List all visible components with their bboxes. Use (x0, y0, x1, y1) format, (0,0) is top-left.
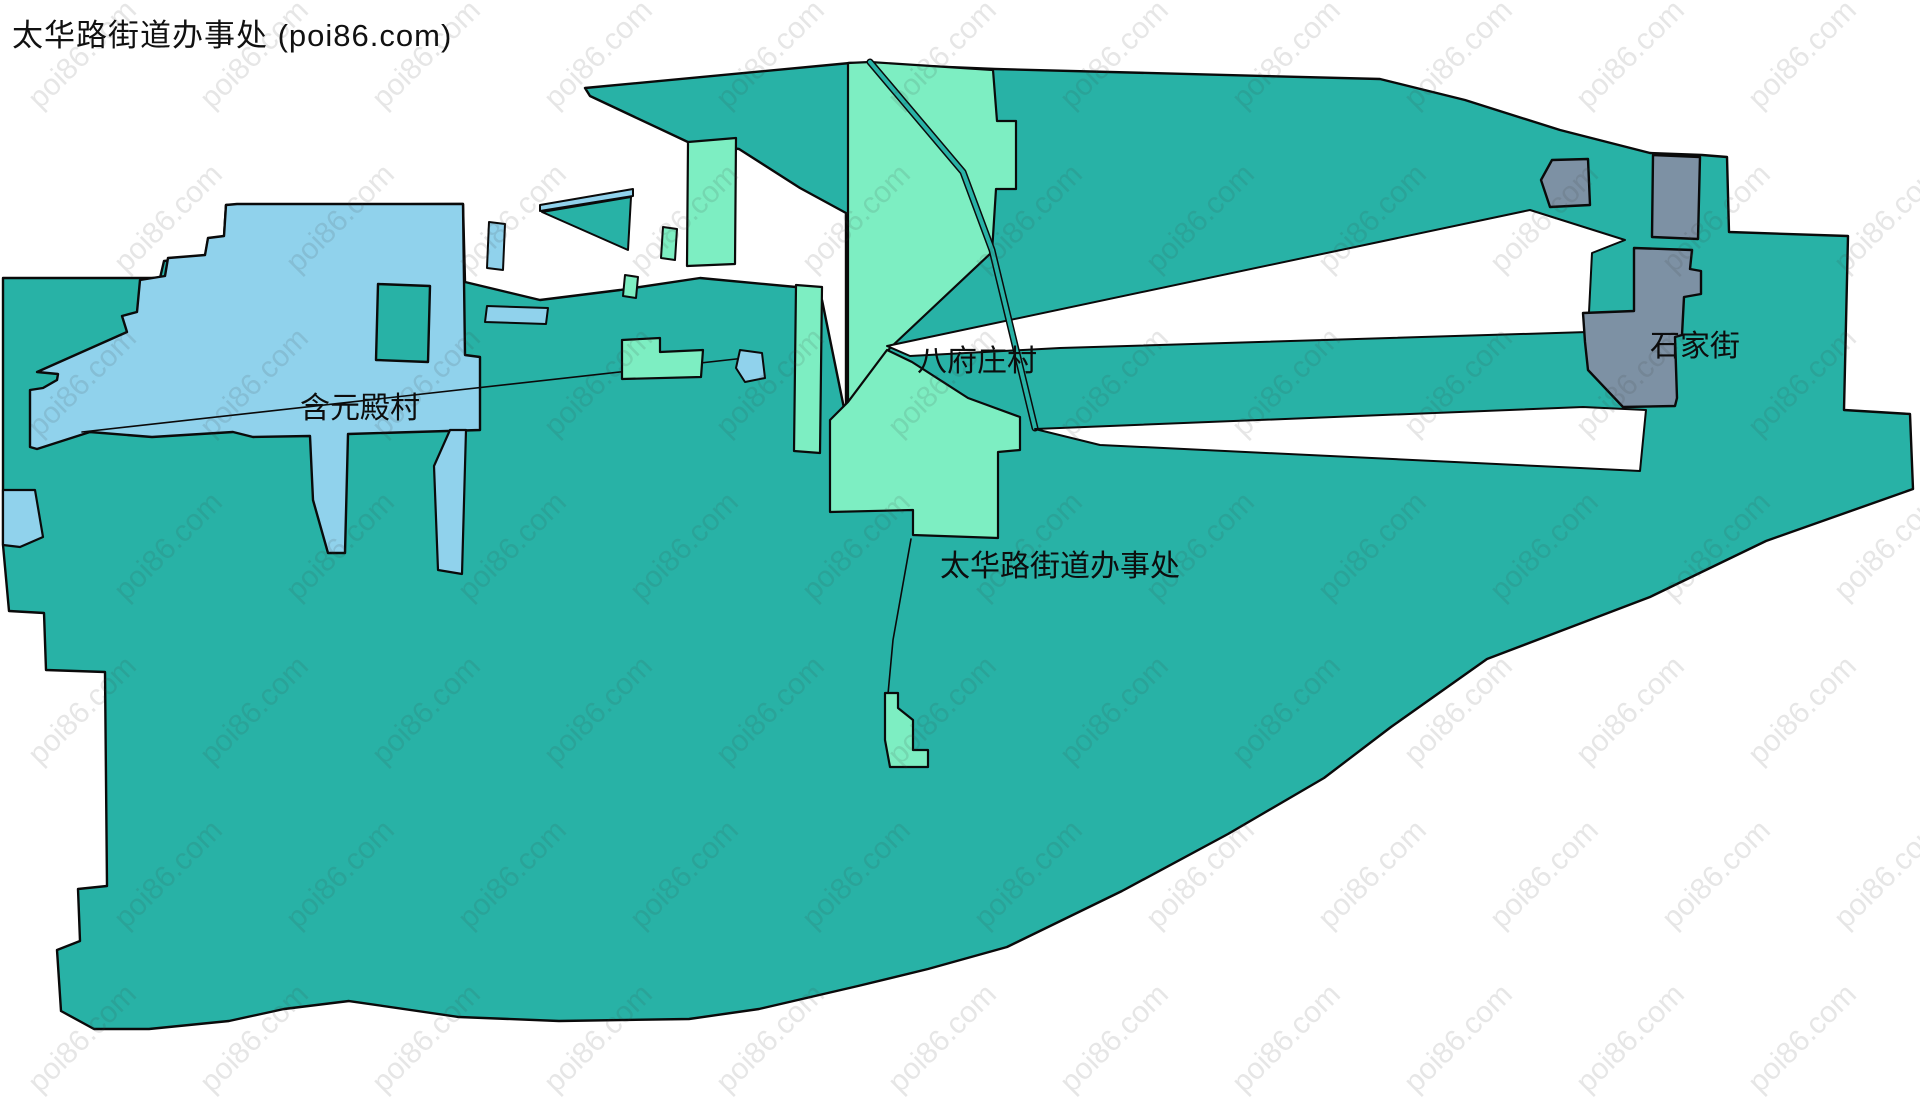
boundary-strip-inner (868, 60, 1037, 430)
watermark-text: poi86.com (1226, 978, 1347, 1099)
white-sliver-upper (886, 209, 1626, 357)
watermark-text: poi86.com (1054, 978, 1175, 1099)
watermark-text: poi86.com (1914, 322, 1920, 443)
watermark-text: poi86.com (1312, 814, 1433, 935)
region-shijiajie-west (1539, 157, 1592, 209)
watermark-text: poi86.com (1742, 0, 1863, 115)
watermark-text: poi86.com (1914, 0, 1920, 115)
teal-wedge-triangle (541, 196, 632, 251)
white-sliver-lower (1034, 406, 1647, 472)
region-bafuzhuang-rect (685, 136, 738, 268)
watermark-text: poi86.com (1828, 814, 1920, 935)
region-shijiajie-main (1581, 246, 1703, 409)
watermark-text: poi86.com (882, 978, 1003, 1099)
watermark-text: poi86.com (1914, 650, 1920, 771)
watermark-text: poi86.com (1914, 978, 1920, 1099)
region-label: 含元殿村 (300, 392, 420, 425)
region-hanyuandian-sliver (539, 188, 634, 212)
region-bafuzhuang-square (622, 274, 639, 299)
watermark-text: poi86.com (1484, 814, 1605, 935)
region-shijiajie-north (1650, 153, 1702, 241)
watermark-text: poi86.com (1570, 978, 1691, 1099)
region-hanyuandian-south-bit (484, 305, 549, 325)
page-title: 太华路街道办事处 (poi86.com) (12, 18, 453, 53)
region-bafuzhuang-south-piece (883, 691, 930, 769)
region-hanyuandian-strip (486, 221, 506, 271)
region-bafuzhuang-west-piece (620, 336, 705, 381)
region-label: 太华路街道办事处 (940, 550, 1180, 583)
region-bafuzhuang-tall-bar (792, 283, 824, 455)
region-hanyuandian-west-wedge (1, 488, 45, 549)
watermark-text: poi86.com (1742, 650, 1863, 771)
watermark-text: poi86.com (1570, 0, 1691, 115)
region-bafuzhuang-bar (660, 226, 678, 261)
teal-enclave-rect (374, 282, 432, 364)
watermark-text: poi86.com (1828, 158, 1920, 279)
region-label: 石家街 (1650, 330, 1740, 363)
boundary-thin-tail (887, 538, 912, 695)
region-label: 八府庄村 (917, 345, 1037, 378)
watermark-text: poi86.com (1656, 814, 1777, 935)
region-hanyuandian-blip (735, 349, 766, 383)
watermark-text: poi86.com (1398, 978, 1519, 1099)
region-hanyuandian-main (28, 202, 482, 555)
watermark-text: poi86.com (1570, 650, 1691, 771)
region-bafuzhuang-blob (828, 348, 1022, 540)
watermark-text: poi86.com (1742, 978, 1863, 1099)
region-hanyuandian-tongue (432, 428, 468, 576)
